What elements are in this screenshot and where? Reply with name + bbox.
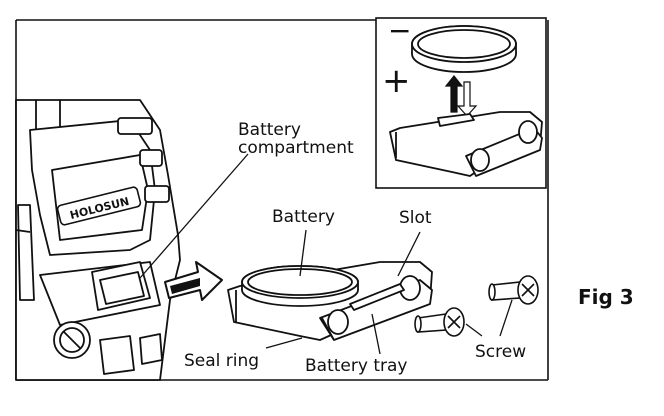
label-screw: Screw xyxy=(475,342,527,362)
label-seal-ring: Seal ring xyxy=(184,351,260,371)
label-battery-tray: Battery tray xyxy=(305,356,408,376)
plus-sign: + xyxy=(382,61,411,101)
inset-battery-tray xyxy=(389,111,543,177)
label-slot: Slot xyxy=(399,208,432,228)
coin-battery xyxy=(241,265,359,307)
figure-label: Fig 3 xyxy=(578,285,634,309)
minus-sign: − xyxy=(388,14,411,47)
inset-frame xyxy=(375,17,547,189)
up-down-arrows-icon xyxy=(444,75,478,117)
label-battery-compartment-line2: compartment xyxy=(238,138,354,158)
screw-lower xyxy=(414,307,465,337)
leader-lines xyxy=(139,153,513,355)
inset-coin-battery xyxy=(411,25,517,73)
label-battery-compartment-line1: Battery xyxy=(238,120,301,140)
insert-arrow-icon xyxy=(164,261,223,301)
label-battery: Battery xyxy=(272,207,335,227)
sight-body xyxy=(15,99,181,381)
screw-upper xyxy=(488,275,539,305)
